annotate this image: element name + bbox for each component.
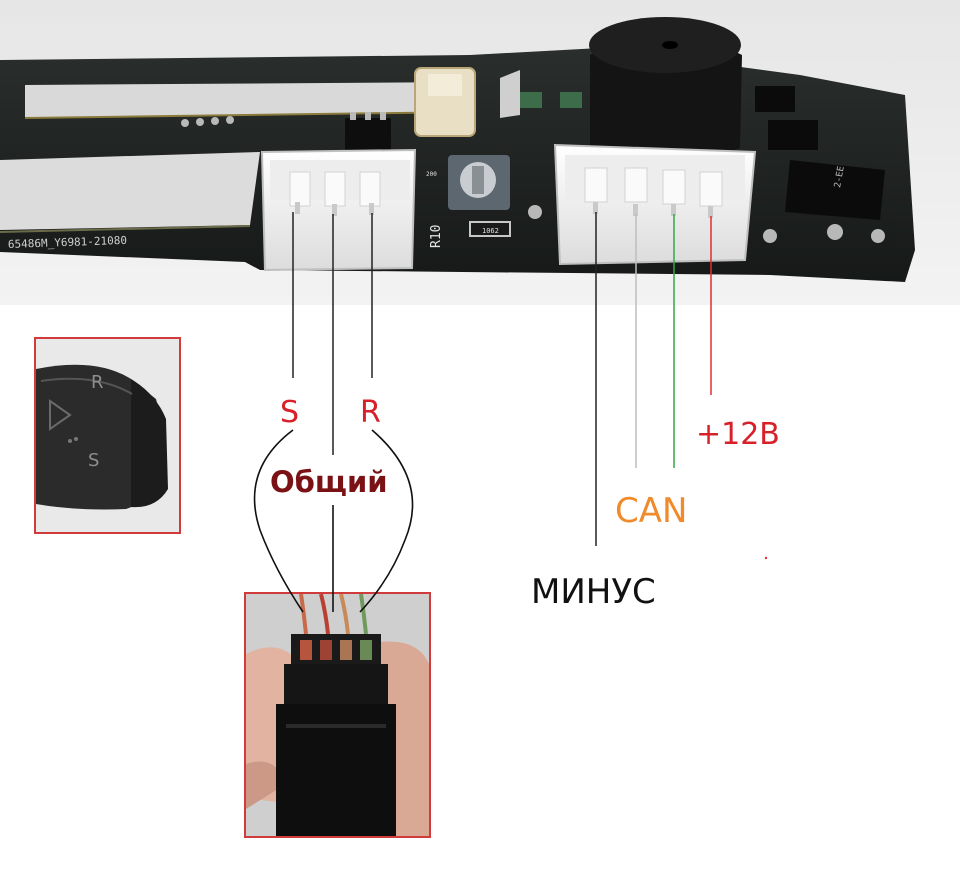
- wire-connector-inset: [244, 592, 431, 838]
- pcb-ic-marking: 2-EE: [833, 165, 847, 188]
- pcb-small-code: 200: [426, 171, 437, 178]
- stalk-switch-inset: R S: [34, 337, 181, 534]
- label-common: Общий: [270, 465, 388, 499]
- label-minus: МИНУС: [531, 572, 656, 612]
- label-s: S: [280, 395, 300, 430]
- leader-curve-s: [253, 429, 304, 613]
- stalk-mark-r: R: [91, 372, 104, 393]
- stalk-mark-s: S: [88, 450, 100, 471]
- pcb-photo: 65486M_Y6981-21080 R10 1062 200 2-EE: [0, 0, 960, 305]
- pcb-ref-label: R10: [429, 225, 444, 248]
- triangle-icon: [49, 399, 72, 431]
- label-r: R: [360, 395, 381, 430]
- leader-curve-r: [359, 429, 414, 613]
- pcb-silkscreen-code: 65486M_Y6981-21080: [8, 234, 128, 251]
- label-plus12: +12В: [696, 417, 780, 452]
- label-can: CAN: [615, 491, 688, 531]
- pcb-smd-code: 1062: [482, 227, 499, 235]
